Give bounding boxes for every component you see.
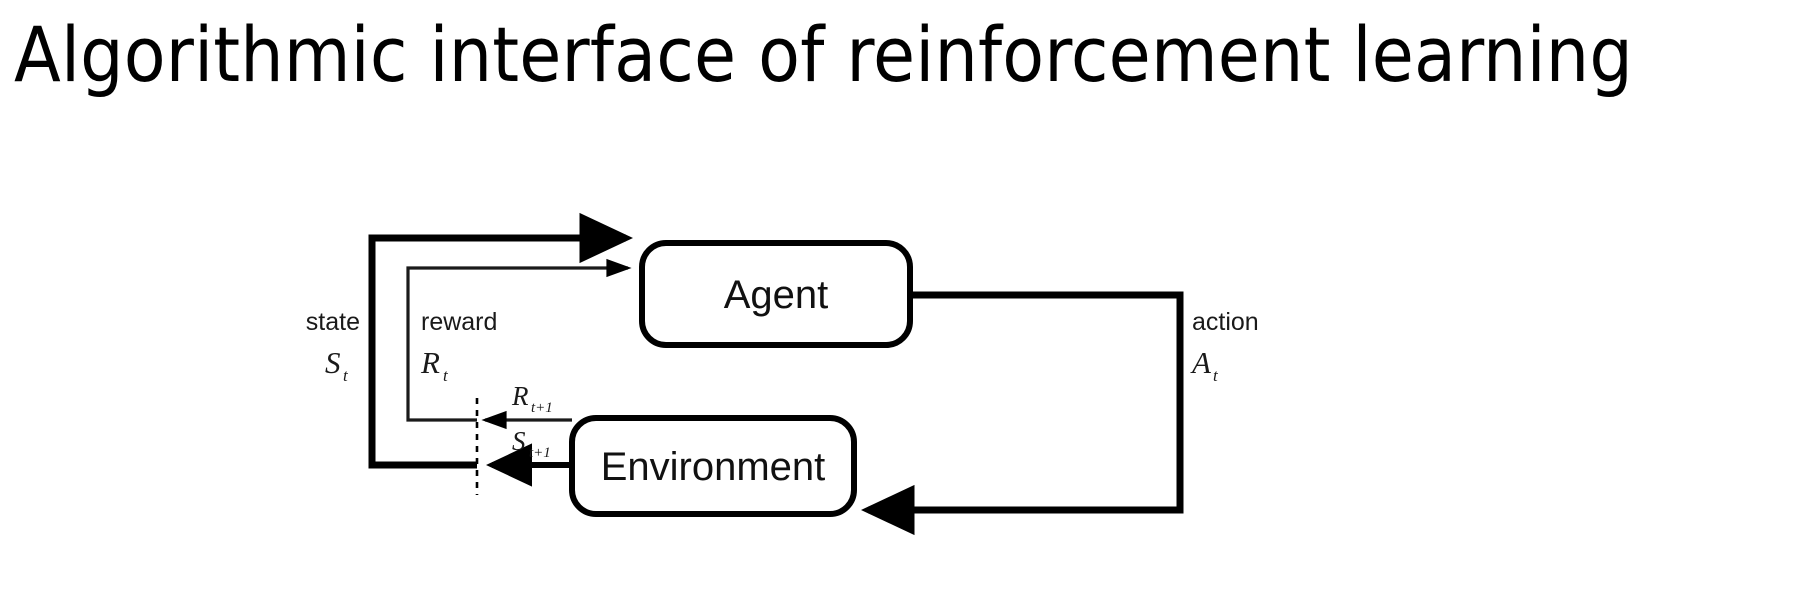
state-edge-label: state <box>306 308 360 336</box>
environment-label: Environment <box>601 445 826 489</box>
state-symbol-base: S <box>325 345 341 380</box>
reward-symbol-base: R <box>420 345 440 380</box>
node-environment[interactable]: Environment <box>569 415 857 517</box>
action-edge-label: action <box>1192 308 1259 336</box>
reward-next-symbol: R t+1 <box>511 381 553 416</box>
reward-next-symbol-base: R <box>511 381 529 411</box>
agent-label: Agent <box>724 273 829 317</box>
action-edge-path <box>861 291 1184 536</box>
state-edge-path <box>368 212 633 469</box>
state-symbol: S t <box>325 345 349 385</box>
state-symbol-subscript: t <box>343 366 349 385</box>
reward-edge-label: reward <box>421 308 497 336</box>
page-title: Algorithmic interface of reinforcement l… <box>14 10 1633 99</box>
reward-symbol-subscript: t <box>443 366 449 385</box>
action-symbol: A t <box>1190 345 1219 385</box>
reward-next-symbol-subscript: t+1 <box>531 400 553 416</box>
action-symbol-subscript: t <box>1213 366 1219 385</box>
reward-edge-path <box>406 258 632 422</box>
rl-loop-svg: Agent Environment state <box>306 212 1259 536</box>
reward-symbol: R t <box>420 345 449 385</box>
state-next-symbol-subscript: t+1 <box>529 445 551 461</box>
node-agent[interactable]: Agent <box>639 240 913 348</box>
rl-loop-diagram: Agent Environment state <box>0 150 1400 570</box>
action-symbol-base: A <box>1190 345 1212 380</box>
state-next-symbol-base: S <box>512 426 526 456</box>
state-next-symbol: S t+1 <box>512 426 551 461</box>
